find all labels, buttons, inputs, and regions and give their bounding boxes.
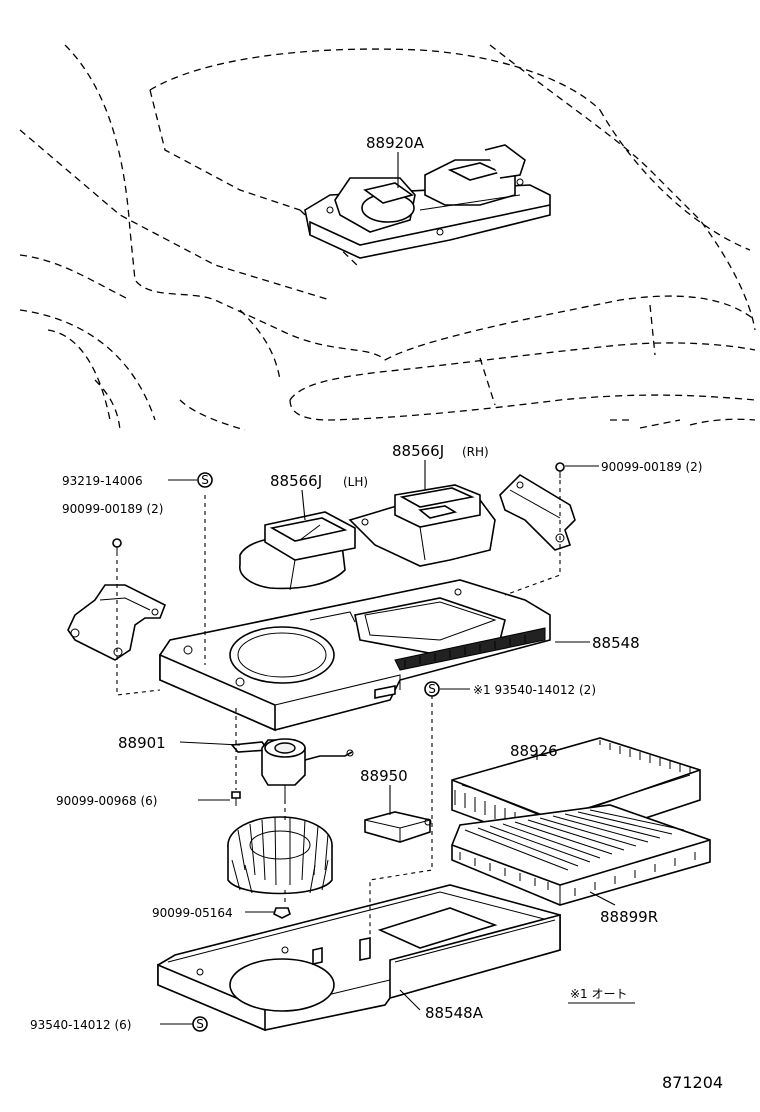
nut-90099-05164: [273, 907, 291, 919]
label-88950: 88950: [360, 767, 408, 785]
label-88548: 88548: [592, 634, 640, 652]
label-93219-14006: 93219-14006: [62, 474, 143, 488]
svg-text:S: S: [428, 682, 436, 696]
label-90099-00189-right: 90099-00189 (2): [601, 460, 703, 474]
blower-motor-88901: [230, 738, 354, 800]
label-90099-00968: 90099-00968 (6): [56, 794, 158, 808]
assembly-88920A: [304, 144, 551, 259]
label-90099-00189-left: 90099-00189 (2): [62, 502, 164, 516]
label-88920A: 88920A: [366, 134, 425, 152]
module-88950: [364, 811, 432, 843]
duct-88566J-RH: [348, 484, 496, 567]
screw-93219-14006: S: [197, 472, 213, 488]
screw-93540-14012-lower: S: [192, 1016, 208, 1032]
housing-88548: [159, 579, 551, 732]
label-90099-05164: 90099-05164: [152, 906, 233, 920]
screw-90099-00968: [231, 791, 241, 806]
bracket-left: [67, 584, 167, 661]
bracket-right: [499, 473, 576, 551]
label-88566J-LH: 88566J: [270, 472, 322, 490]
screw-93540-14012-upper: S: [424, 681, 440, 697]
svg-text:S: S: [196, 1017, 204, 1031]
leader-lines: [160, 460, 635, 1025]
duct-88566J-LH: [239, 511, 356, 591]
label-88926: 88926: [510, 742, 558, 760]
label-88901: 88901: [118, 734, 166, 752]
screw-90099-00189-right: [555, 462, 565, 478]
label-93540-14012-note: ※1 93540-14012 (2): [473, 683, 596, 697]
label-88566J-RH-side: (RH): [462, 445, 489, 459]
screw-90099-00189-left: [112, 538, 122, 556]
label-88548A: 88548A: [425, 1004, 484, 1022]
blower-fan: [227, 816, 333, 895]
housing-88548A: [157, 884, 561, 1032]
label-93540-14012-bottom: 93540-14012 (6): [30, 1018, 132, 1032]
filter-88899R: [451, 804, 711, 906]
diagram-code: 871204: [662, 1073, 723, 1092]
label-88566J-LH-side: (LH): [343, 475, 368, 489]
assembly-guides: [116, 480, 561, 935]
label-88566J-RH: 88566J: [392, 442, 444, 460]
label-88899R: 88899R: [600, 908, 658, 926]
footnote-auto: ※1 オート: [570, 987, 628, 1001]
svg-text:S: S: [201, 473, 209, 487]
